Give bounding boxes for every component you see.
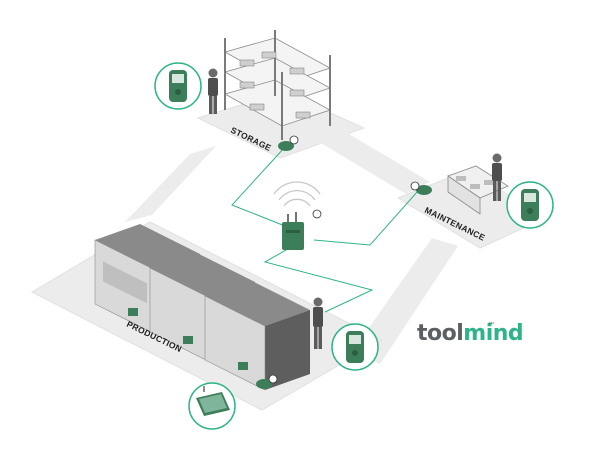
handheld-device-icon — [331, 323, 379, 371]
toolmind-logo: toolmind ™ — [417, 321, 524, 346]
sensor-icon — [278, 135, 299, 151]
logo-trademark: ™ — [488, 321, 494, 328]
walkway-storage-maintenance — [316, 130, 430, 194]
worker-icon — [208, 68, 218, 114]
walkway-maintenance-production — [352, 238, 458, 364]
logo-text-mind: mind — [463, 321, 523, 346]
machine-panels — [128, 308, 248, 370]
shelf-rack-icon — [223, 30, 331, 140]
handheld-device-icon — [506, 181, 554, 229]
gateway-icon — [282, 209, 322, 250]
machine-icon — [204, 280, 310, 391]
walkway-storage-production — [125, 146, 216, 222]
handheld-device-icon — [154, 62, 202, 110]
network-line-production-a — [263, 241, 374, 313]
sensor-icon — [410, 181, 432, 195]
tablet-icon — [188, 382, 236, 430]
logo-text-tool: tool — [417, 321, 463, 346]
sensor-icon — [256, 374, 278, 389]
wifi-signal-icon — [273, 181, 321, 207]
worker-icon — [313, 297, 323, 349]
network-line-maintenance — [313, 190, 419, 246]
network-line-storage — [231, 146, 291, 229]
svg-text:toolmind: toolmind — [417, 321, 523, 346]
worker-icon — [492, 153, 502, 201]
